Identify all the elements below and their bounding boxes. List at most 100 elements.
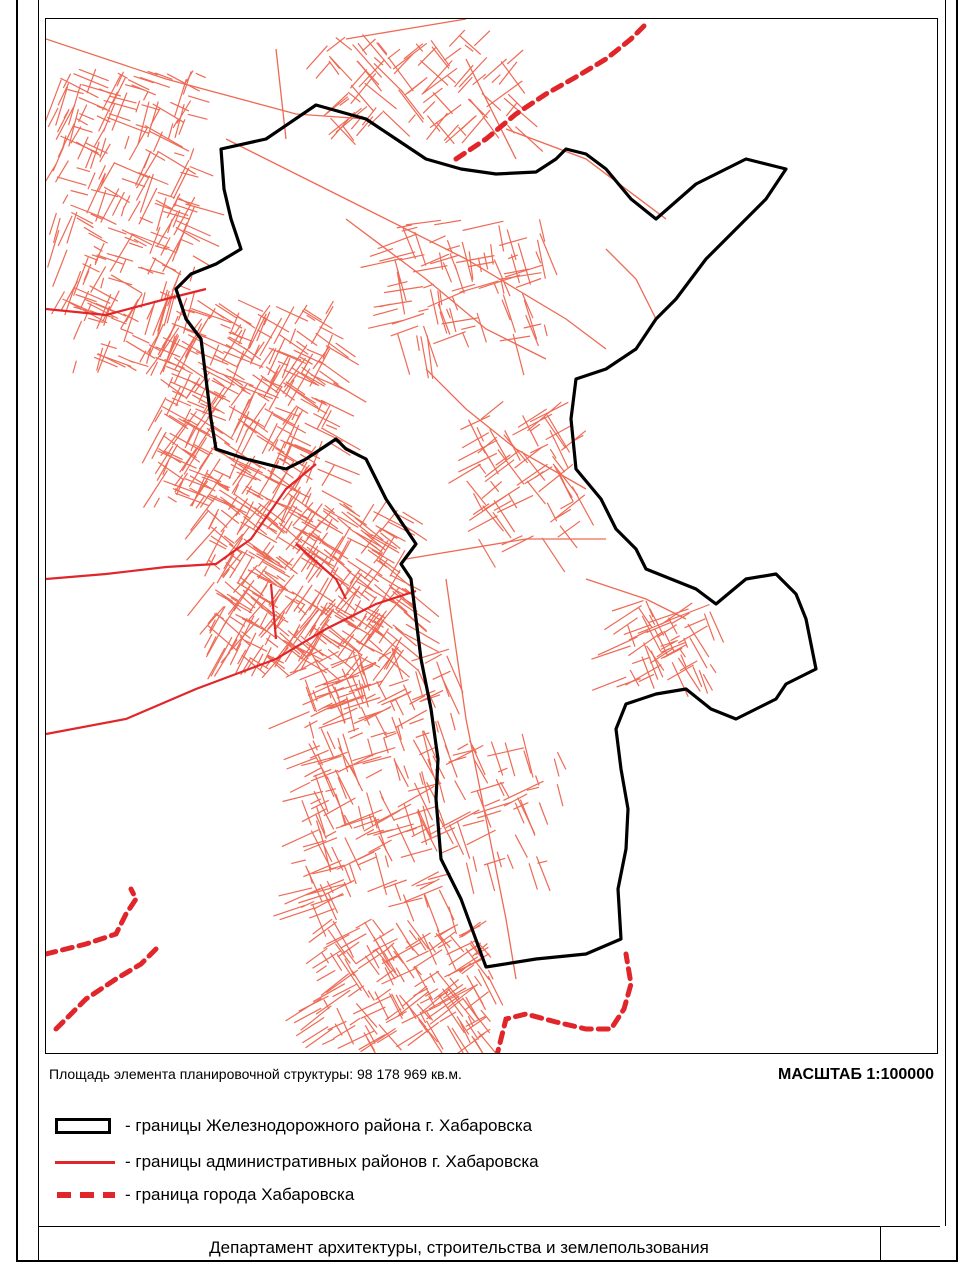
street-segment: [165, 365, 180, 373]
street-segment: [307, 649, 322, 657]
street-segment: [73, 320, 83, 340]
legend-swatch-district: [55, 1113, 117, 1139]
street-segment: [322, 700, 346, 709]
street-segment: [546, 414, 571, 453]
street-segment: [446, 1025, 464, 1053]
street-segment: [365, 769, 383, 779]
street-segment: [648, 614, 656, 626]
street-segment: [391, 690, 412, 703]
street-segment: [380, 796, 395, 822]
street-segment: [318, 359, 350, 383]
street-segment: [372, 499, 388, 522]
street-segment: [209, 605, 226, 634]
street-segment: [111, 77, 126, 105]
street-segment: [385, 942, 395, 951]
street-segment: [320, 879, 355, 898]
street-segment: [252, 545, 276, 565]
street-segment: [352, 995, 392, 1015]
street-segment: [359, 662, 365, 675]
street-segment: [403, 43, 424, 60]
street-segment: [421, 771, 431, 804]
street-segment: [283, 369, 318, 386]
street-segment: [77, 104, 88, 123]
street-segment: [616, 677, 641, 688]
street-segment: [679, 660, 698, 672]
street-segment: [266, 655, 290, 677]
street-segment: [529, 443, 549, 454]
street-segment: [490, 244, 494, 265]
street-segment: [62, 73, 72, 89]
street-segment: [264, 408, 295, 426]
street-segment: [137, 101, 150, 145]
street-segment: [169, 432, 209, 456]
street-segment: [538, 219, 546, 242]
street-segment: [322, 707, 358, 726]
street-segment: [448, 463, 482, 484]
street-segment: [262, 561, 291, 578]
street-segment: [103, 307, 111, 326]
street-segment: [415, 43, 424, 52]
street-segment: [162, 210, 191, 220]
street-segment: [391, 312, 425, 325]
street-segment: [372, 919, 385, 936]
street-segment: [473, 759, 489, 784]
street-segment: [478, 538, 496, 568]
street-segment: [277, 629, 299, 658]
street-segment: [298, 603, 306, 614]
street-segment: [368, 319, 404, 329]
street-segment: [78, 96, 108, 110]
street-segment: [331, 846, 344, 871]
street-segment: [441, 811, 471, 828]
street-segment: [157, 150, 197, 175]
street-segment: [237, 556, 253, 583]
street-segment: [145, 352, 162, 375]
street-segment: [327, 648, 355, 672]
street-segment: [428, 987, 467, 1010]
street-segment: [135, 175, 151, 201]
street-segment: [212, 310, 243, 329]
street-segment: [465, 996, 479, 1019]
street-segment: [477, 810, 502, 819]
street-segment: [221, 551, 243, 577]
street-segment: [411, 824, 435, 838]
street-segment: [495, 778, 505, 797]
street-segment: [330, 696, 364, 710]
street-segment: [448, 756, 467, 763]
street-segment: [147, 397, 167, 432]
street-segment: [233, 586, 251, 612]
street-segment: [367, 879, 398, 893]
street-segment: [420, 336, 429, 379]
street-segment: [314, 774, 329, 813]
street-segment: [418, 308, 429, 313]
street-segment: [329, 952, 343, 972]
street-segment: [286, 757, 317, 770]
street-segment: [172, 209, 181, 228]
street-segment: [310, 305, 334, 345]
street-segment: [75, 293, 97, 303]
street-segment: [55, 86, 69, 126]
street-segment: [559, 525, 578, 549]
street-segment: [261, 304, 271, 317]
street-segment: [87, 172, 96, 190]
street-segment: [296, 655, 328, 674]
street-segment: [415, 732, 430, 739]
street-segment: [497, 767, 508, 773]
street-segment: [444, 958, 483, 978]
street-segment: [226, 598, 236, 607]
street-segment: [189, 165, 214, 177]
street-segment: [305, 559, 318, 580]
street-segment: [327, 695, 363, 710]
street-segment: [506, 854, 514, 870]
street-segment: [257, 313, 290, 333]
map-canvas[interactable]: [45, 18, 938, 1054]
street-segment: [318, 532, 329, 545]
street-segment: [354, 680, 383, 692]
street-segment: [312, 867, 337, 875]
street-segment: [402, 684, 416, 711]
street-segment: [205, 619, 228, 658]
street-segment: [552, 463, 579, 496]
street-segment: [417, 809, 432, 839]
street-segment: [523, 299, 538, 340]
street-segment: [223, 535, 235, 544]
street-segment: [377, 42, 388, 55]
